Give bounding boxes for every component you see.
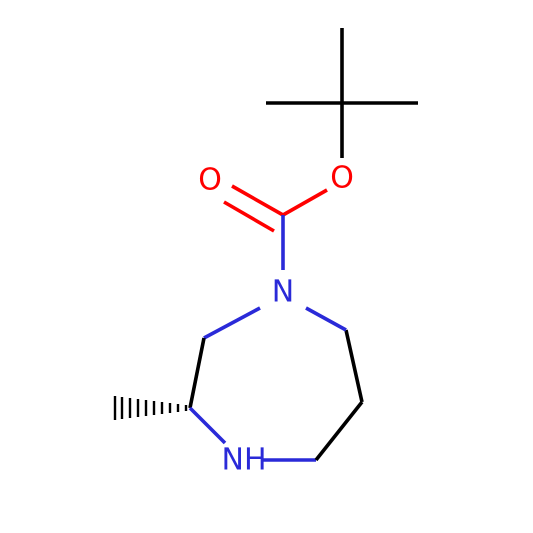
atom-label-ring-nitrogen: N xyxy=(272,275,294,310)
bond-ch2-ch2-mid xyxy=(344,329,364,403)
bond-ch2-chme xyxy=(188,337,206,409)
stereo-hash-wedge xyxy=(113,396,188,420)
bond-chme-nh xyxy=(188,406,227,445)
bond-n-ch2-left xyxy=(203,306,261,340)
atom-label-ring-nh: NH xyxy=(222,443,267,478)
bond-ch2-ch2-low xyxy=(314,400,364,462)
bond-carbonyl-double-a xyxy=(231,184,284,217)
bond-ch2-n xyxy=(305,306,347,332)
atom-label-carbonyl-oxygen: O xyxy=(198,163,222,198)
atom-label-ester-oxygen: O xyxy=(330,161,354,196)
bond-o-carbonyl-c xyxy=(282,188,328,217)
bond-carbonyl-double-b xyxy=(223,200,275,233)
